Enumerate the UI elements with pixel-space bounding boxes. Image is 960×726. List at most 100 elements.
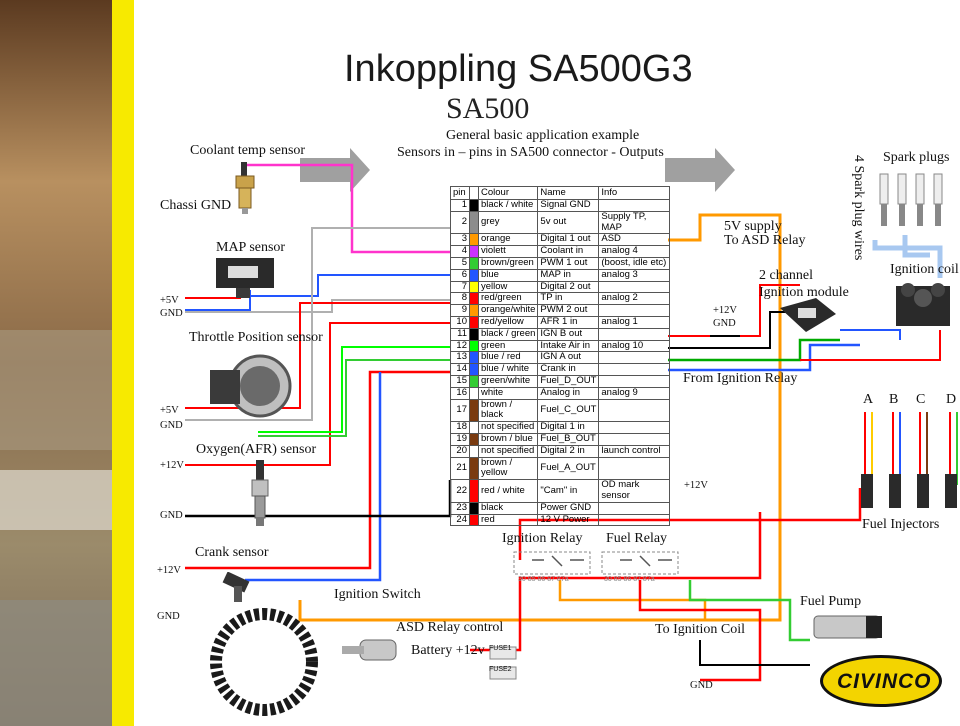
table-cell — [598, 513, 671, 527]
table-cell: Fuel_B_OUT — [537, 432, 600, 446]
table-cell: analog 3 — [598, 268, 671, 282]
table-cell: launch control — [598, 444, 671, 458]
table-cell: 13 — [450, 351, 470, 365]
table-cell: analog 10 — [598, 339, 671, 353]
yellow-stripe — [112, 0, 134, 726]
table-cell: Power GND — [537, 501, 600, 515]
table-cell: AFR 1 in — [537, 315, 600, 329]
table-cell: IGN B out — [537, 327, 600, 341]
civinco-logo-icon: CIVINCO — [820, 655, 942, 707]
table-cell: Digital 2 in — [537, 444, 600, 458]
table-cell: 3 — [450, 233, 470, 247]
two-channel-label: 2 channel — [759, 268, 814, 283]
to-ignition-coil-label: To Ignition Coil — [655, 622, 746, 637]
table-cell — [598, 456, 671, 481]
subtitle: SA500 — [446, 92, 530, 125]
color-swatch — [469, 351, 479, 365]
color-swatch — [469, 398, 479, 423]
table-cell: 22 — [450, 479, 470, 503]
color-swatch — [469, 292, 479, 306]
table-cell: 5 — [450, 256, 470, 270]
color-swatch — [469, 374, 479, 388]
supply-label: GND — [690, 680, 713, 691]
fuel-pump-icon — [813, 615, 882, 639]
table-cell: 2 — [450, 210, 470, 235]
table-cell: black — [477, 501, 539, 515]
injector-c-label: C — [916, 392, 926, 407]
throttle-position-sensor-label: Throttle Position sensor — [189, 330, 323, 345]
table-cell: Supply TP, MAP — [598, 210, 671, 235]
fuel-injectors-label: Fuel Injectors — [862, 517, 940, 532]
arrow-icon-1 — [300, 148, 370, 192]
table-cell: 14 — [450, 363, 470, 376]
color-swatch — [469, 363, 479, 376]
ignition-key-icon — [342, 639, 397, 661]
table-cell: 16 — [450, 386, 470, 400]
color-swatch — [469, 256, 479, 270]
crank-sensor-label: Crank sensor — [195, 545, 269, 560]
fuel-pump-label: Fuel Pump — [800, 594, 862, 609]
injector-b-label: B — [889, 392, 899, 407]
color-swatch — [469, 421, 479, 434]
ignition-relay-label: Ignition Relay — [502, 531, 583, 546]
table-cell: 17 — [450, 398, 470, 423]
fuel-relay-label: Fuel Relay — [606, 531, 668, 546]
table-cell — [598, 363, 671, 376]
color-swatch — [469, 304, 479, 317]
color-swatch — [469, 339, 479, 353]
color-swatch — [469, 501, 479, 515]
table-cell: 15 — [450, 374, 470, 388]
color-swatch — [469, 513, 479, 527]
table-cell: 18 — [450, 421, 470, 434]
color-swatch — [469, 432, 479, 446]
relay-pins-label-2: 30 85 86 87 87a — [604, 576, 655, 583]
logo-text: CIVINCO — [837, 670, 932, 693]
table-cell — [598, 398, 671, 423]
table-cell: 1 — [450, 199, 470, 212]
table-cell: Crank in — [537, 363, 600, 376]
table-cell: blue — [477, 268, 539, 282]
supply-label: GND — [160, 510, 183, 521]
color-swatch — [469, 456, 479, 481]
table-cell: TP in — [537, 292, 600, 306]
table-cell — [598, 199, 671, 212]
to-asd-relay-label: To ASD Relay — [724, 233, 806, 248]
spark-plug-wires-label: 4 Spark plug wires — [851, 155, 866, 261]
supply-label: GND — [157, 611, 180, 622]
table-cell: not specified — [477, 421, 539, 434]
table-cell: Fuel_A_OUT — [537, 456, 600, 481]
table-cell: 6 — [450, 268, 470, 282]
five-v-supply-label: 5V supply — [724, 219, 782, 234]
table-cell: not specified — [477, 444, 539, 458]
supply-label: GND — [160, 420, 183, 431]
supply-label: +12V — [684, 480, 709, 491]
oxygen-sensor-icon — [251, 460, 269, 526]
color-swatch — [469, 268, 479, 282]
table-cell: ASD — [598, 233, 671, 247]
table-cell: 11 — [450, 327, 470, 341]
ignition-coil-label: Ignition coil — [890, 262, 959, 277]
relay-pins-label-1: 30 85 86 87 87a — [518, 576, 569, 583]
table-cell: 9 — [450, 304, 470, 317]
table-cell: 12 — [450, 339, 470, 353]
supply-label: GND — [713, 318, 736, 329]
supply-label: +12V — [160, 460, 185, 471]
table-cell: analog 4 — [598, 245, 671, 258]
chassi-gnd-label: Chassi GND — [160, 198, 232, 213]
table-cell: grey — [477, 210, 539, 235]
supply-label: +5V — [160, 295, 179, 306]
table-header: Info — [598, 186, 671, 200]
table-cell: Intake Air in — [537, 339, 600, 353]
